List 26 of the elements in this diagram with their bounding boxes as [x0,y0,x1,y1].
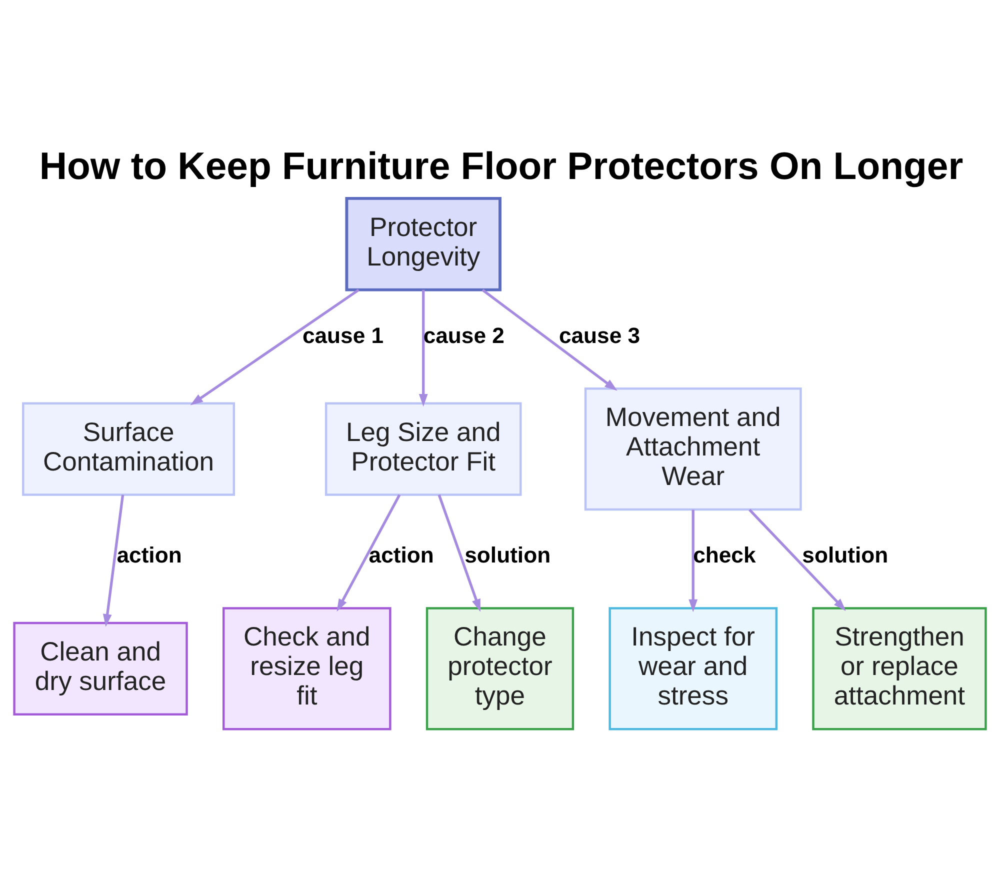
edge-label: cause 1 [302,322,384,348]
edge-label: solution [802,542,888,568]
arrow [190,288,360,406]
diagram-title: How to Keep Furniture Floor Protectors On Longer [39,144,964,188]
node-box: Check and resize leg fit [222,607,392,730]
node-box: Surface Contamination [22,402,236,496]
node-box: Movement and Attachment Wear [584,388,802,511]
edge-label: check [693,542,756,568]
node-box: Clean and dry surface [13,622,188,716]
arrow [102,494,124,627]
edge-label: action [116,542,182,568]
arrow [418,290,428,407]
arrow [482,288,618,391]
node-box: Protector Longevity [345,196,502,292]
edge-label: cause 3 [558,322,640,348]
edge-label: cause 2 [423,322,504,348]
node-box: Strengthen or replace attachment [812,607,987,730]
arrow [688,510,698,612]
node-box: Leg Size and Protector Fit [324,402,522,496]
arrow [748,508,846,611]
node-box: Change protector type [426,607,574,730]
arrow [438,494,480,612]
edge-label: solution [464,542,551,568]
node-box: Inspect for wear and stress [608,607,778,730]
arrow [336,494,401,612]
edge-label: action [368,542,434,568]
